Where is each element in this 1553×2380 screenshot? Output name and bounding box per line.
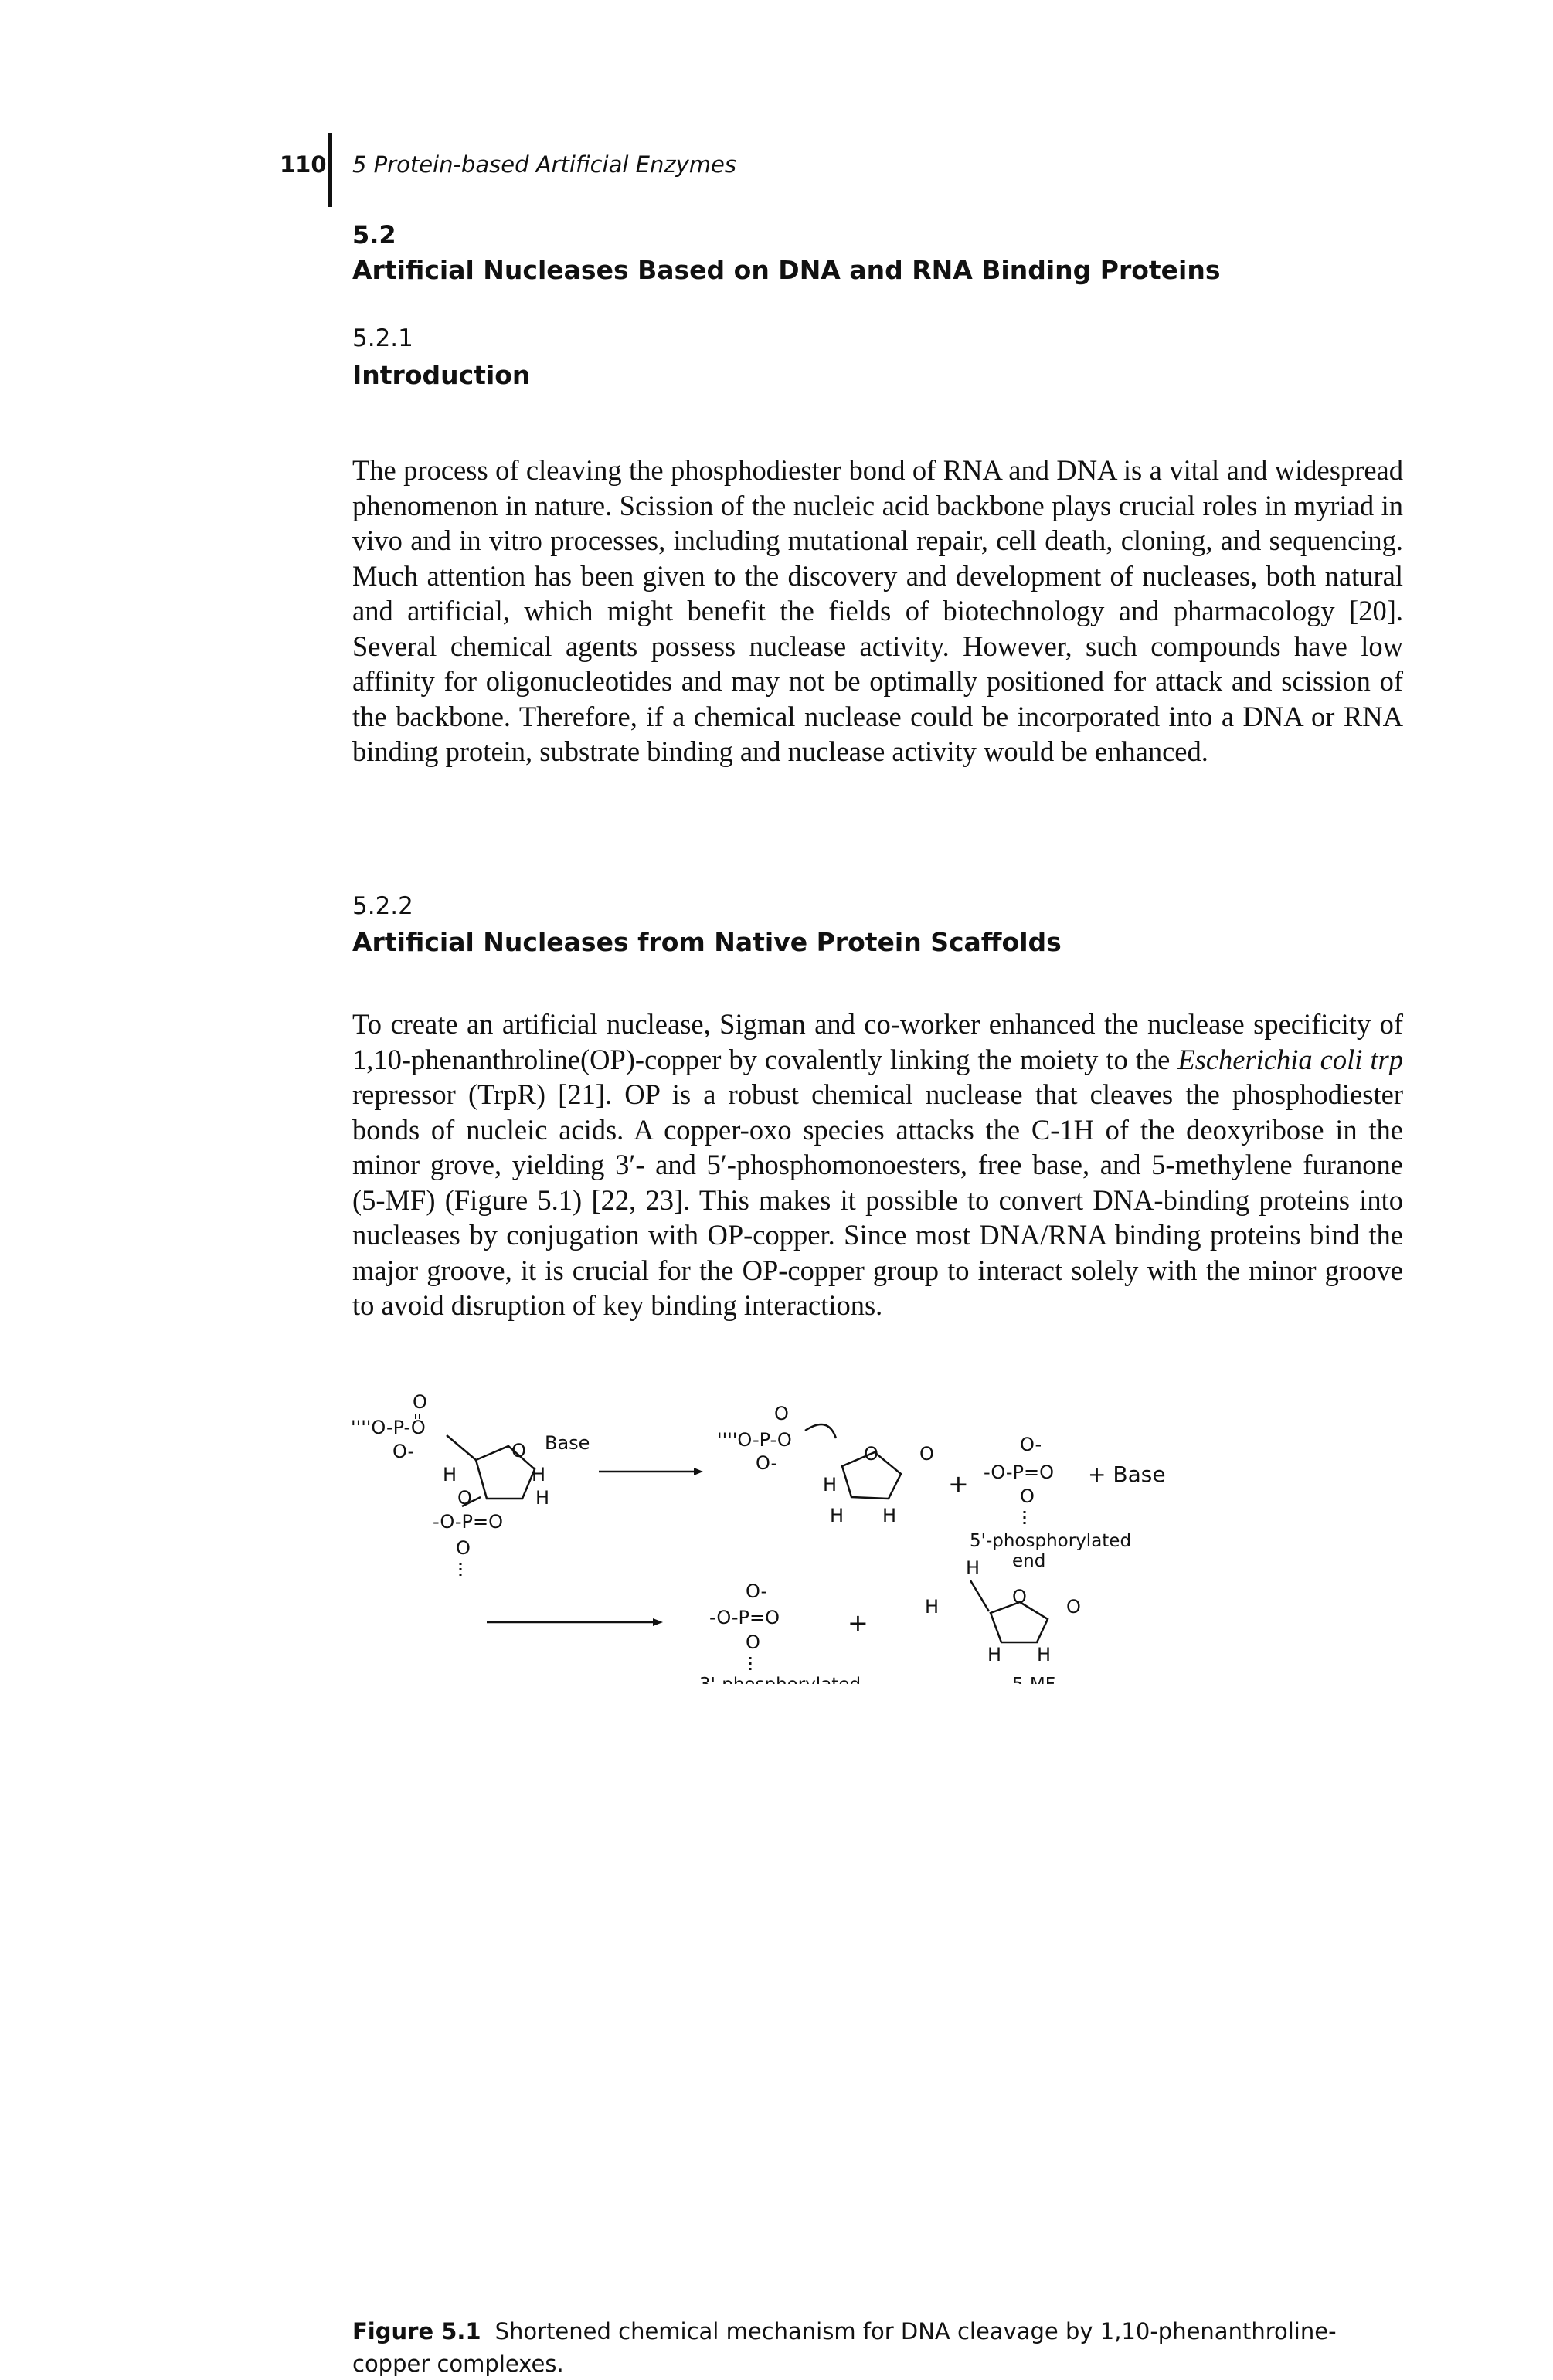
atom-p-eq-o-5p: -O-P=O <box>984 1462 1054 1483</box>
intro-paragraph: The process of cleaving the phosphodiest… <box>352 454 1403 767</box>
label-5-prime-end: end <box>1012 1551 1045 1571</box>
plus-2: + <box>848 1608 868 1638</box>
figure-5-1: O ''''O-P-O O- O Base H H O H -O-P=O O O… <box>332 1383 1221 1715</box>
label-5mf: 5-MF <box>1012 1675 1055 1684</box>
page-number: 110 <box>280 151 327 178</box>
atom-ring-o-mf: O <box>1012 1586 1027 1608</box>
paragraph-text-b: repressor (TrpR) [21]. OP is a robust ch… <box>352 1078 1403 1321</box>
atom-h-mf-1: H <box>987 1644 1001 1665</box>
atom-p-eq-o-3p: -O-P=O <box>709 1607 780 1628</box>
atom-o-minus-left: O- <box>392 1441 414 1462</box>
running-head: 5 Protein-based Artificial Enzymes <box>352 151 736 178</box>
atom-mid-link: ''''O-P-O <box>717 1429 792 1451</box>
plus-1: + <box>948 1469 969 1499</box>
atom-h-mid-3: H <box>882 1505 896 1526</box>
atom-o-minus-5p: O- <box>1020 1434 1042 1455</box>
subsection-title-2: Artificial Nucleases from Native Protein… <box>352 927 1062 957</box>
figure-label: Figure 5.1 <box>352 2318 481 2344</box>
atom-base-left: Base <box>545 1432 590 1454</box>
atom-ring-o-left: O <box>511 1440 526 1462</box>
figure-caption-text: Shortened chemical mechanism for DNA cle… <box>352 2318 1337 2377</box>
atom-upper-link: ''''O-P-O <box>351 1417 426 1438</box>
section-number: 5.2 <box>352 220 396 250</box>
atom-o-minus-3p: O- <box>746 1580 767 1602</box>
reaction-scheme: O ''''O-P-O O- O Base H H O H -O-P=O O O… <box>351 1391 1166 1715</box>
plus-base: + Base <box>1088 1462 1166 1487</box>
subsection-title-1: Introduction <box>352 360 531 390</box>
subsection-number-2: 5.2.2 <box>352 892 413 920</box>
subsection-number-1: 5.2.1 <box>352 324 413 352</box>
label-5-prime: 5'-phosphorylated <box>970 1531 1131 1551</box>
atom-h-mid-2: H <box>830 1505 844 1526</box>
scaffold-paragraph: To create an artificial nuclease, Sigman… <box>352 1007 1403 1323</box>
atom-o-minus-mid: O- <box>756 1452 777 1474</box>
atom-h-left-3: H <box>535 1487 549 1509</box>
atom-h-mf-left: H <box>925 1596 939 1618</box>
atom-o-left-bottom: O <box>456 1537 471 1559</box>
header-rule <box>328 133 332 207</box>
atom-h-left-1: H <box>443 1464 457 1485</box>
label-3-prime: 3'-phosphorylated <box>699 1675 861 1684</box>
atom-carbonyl-o-mid: O <box>919 1443 934 1465</box>
paragraph-species-italic: Escherichia coli trp <box>1177 1043 1404 1075</box>
atom-o-3p-bottom: O <box>746 1631 760 1653</box>
atom-o-top: O <box>413 1391 427 1413</box>
atom-h-mf-top: H <box>966 1557 980 1579</box>
paragraph-text-a: To create an artificial nuclease, Sigman… <box>352 1008 1403 1075</box>
section-title: Artificial Nucleases Based on DNA and RN… <box>352 255 1221 285</box>
atom-h-mf-2: H <box>1037 1644 1051 1665</box>
atom-p-eq-o-left: -O-P=O <box>433 1511 503 1533</box>
atom-o-5p-bottom: O <box>1020 1485 1035 1507</box>
atom-h-mid-1: H <box>823 1474 837 1496</box>
atom-carbonyl-o-mf: O <box>1066 1596 1081 1618</box>
atom-o-mid-top: O <box>774 1403 789 1424</box>
